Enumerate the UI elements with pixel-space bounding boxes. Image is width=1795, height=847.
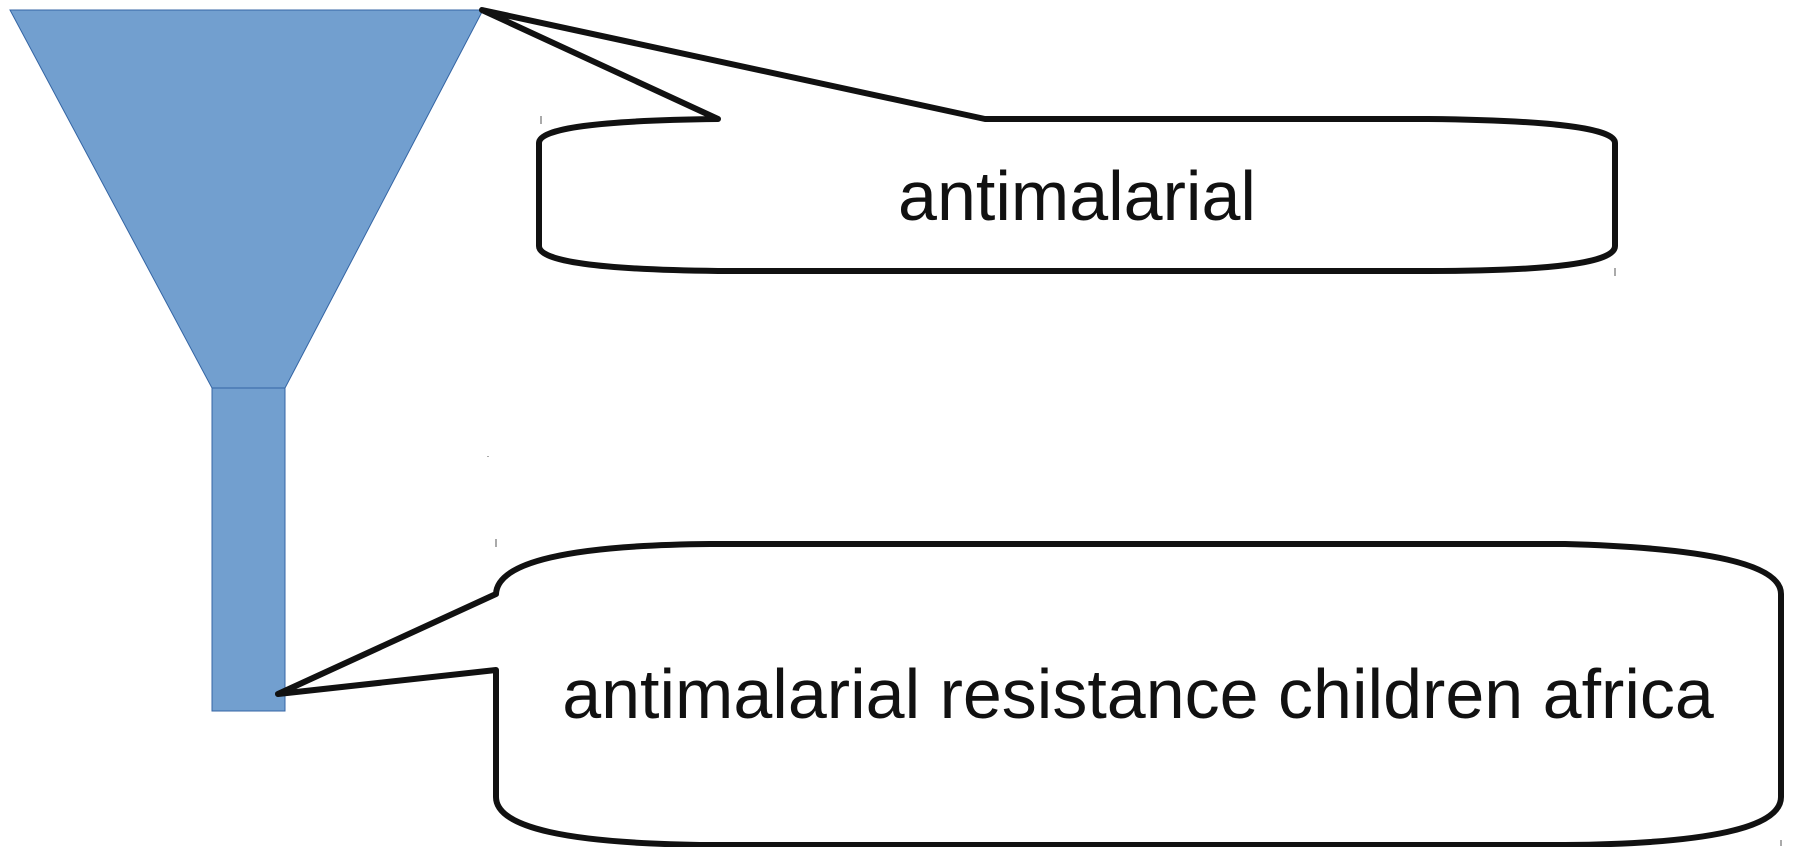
funnel-spout bbox=[211, 387, 286, 712]
callout-bottom-bubble bbox=[275, 541, 1784, 847]
funnel-cone bbox=[9, 9, 484, 389]
callout-top-text: antimalarial bbox=[898, 157, 1256, 235]
callout-top: antimalarial bbox=[479, 7, 1618, 274]
callout-top-bubble bbox=[479, 7, 1618, 274]
callout-bottom: antimalarial resistance children africa bbox=[275, 541, 1784, 847]
selection-ticks bbox=[487, 116, 1782, 846]
callout-bottom-text: antimalarial resistance children africa bbox=[562, 655, 1714, 733]
